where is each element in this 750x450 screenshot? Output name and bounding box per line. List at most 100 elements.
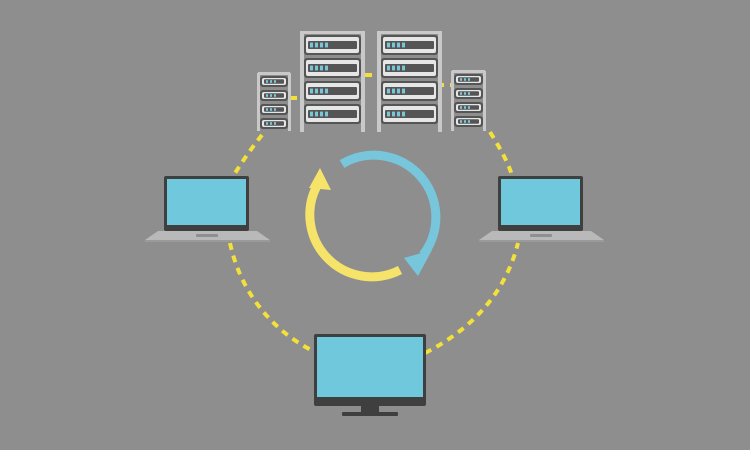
- sync-arrowhead-yellow: [309, 168, 331, 190]
- server-led: [270, 94, 272, 97]
- server-led: [468, 92, 470, 95]
- server-led: [392, 88, 395, 94]
- server-led: [266, 108, 268, 111]
- server-led: [315, 111, 318, 117]
- laptop-right: [479, 176, 604, 242]
- server-rack-icon: [257, 72, 291, 131]
- server-led: [460, 120, 462, 123]
- sync-arrow-yellow: [305, 181, 403, 282]
- server-led: [402, 111, 405, 117]
- server-led: [468, 106, 470, 109]
- server-unit: [260, 118, 288, 129]
- server-led: [320, 88, 323, 94]
- server-led: [274, 108, 276, 111]
- server-led: [387, 88, 390, 94]
- server-rack-icon: [377, 31, 442, 132]
- server-led: [325, 111, 328, 117]
- server-led: [315, 88, 318, 94]
- server-led: [460, 92, 462, 95]
- server-led: [325, 88, 328, 94]
- server-led: [397, 65, 400, 71]
- server-led: [392, 65, 395, 71]
- server-unit: [260, 90, 288, 101]
- server-led: [315, 42, 318, 48]
- connection-right-top: [488, 130, 515, 179]
- server-led: [325, 65, 328, 71]
- server-led: [392, 111, 395, 117]
- server-unit: [260, 104, 288, 115]
- server-led: [310, 65, 313, 71]
- connection-left-top: [230, 133, 264, 180]
- laptop-touchpad: [196, 234, 218, 237]
- server-led: [387, 111, 390, 117]
- server-led: [468, 120, 470, 123]
- connection-ring: [228, 73, 520, 355]
- server-unit: [304, 58, 361, 78]
- server-led: [402, 42, 405, 48]
- connection-left-bottom: [228, 242, 316, 354]
- laptop-touchpad: [530, 234, 552, 237]
- server-led: [397, 42, 400, 48]
- server-led: [464, 78, 466, 81]
- server-unit: [260, 76, 288, 87]
- server-led: [464, 106, 466, 109]
- server-unit: [454, 116, 483, 127]
- sync-arrow-blue: [339, 150, 441, 258]
- server-led: [397, 88, 400, 94]
- sync-arrowhead-blue: [404, 250, 432, 276]
- server-led: [392, 42, 395, 48]
- server-rack-icon: [300, 31, 365, 132]
- server-unit: [304, 81, 361, 101]
- server-led: [310, 42, 313, 48]
- server-led: [270, 80, 272, 83]
- monitor-neck: [361, 406, 379, 412]
- connection-bottom-right: [424, 242, 520, 355]
- laptop-screen: [501, 179, 580, 225]
- server-led: [266, 122, 268, 125]
- server-led: [315, 65, 318, 71]
- server-led: [274, 80, 276, 83]
- server-led: [270, 122, 272, 125]
- server-led: [266, 94, 268, 97]
- monitor-screen: [317, 337, 423, 397]
- laptop-icon: [145, 176, 270, 242]
- server-unit: [454, 74, 483, 85]
- server-led: [274, 94, 276, 97]
- laptop-screen: [167, 179, 246, 225]
- server-led: [402, 88, 405, 94]
- server-led: [402, 65, 405, 71]
- server-led: [460, 106, 462, 109]
- server-unit: [304, 104, 361, 124]
- server-rack-1: [257, 72, 291, 131]
- server-led: [325, 42, 328, 48]
- server-led: [270, 108, 272, 111]
- server-led: [310, 88, 313, 94]
- server-led: [387, 65, 390, 71]
- server-led: [320, 111, 323, 117]
- server-rack-2: [300, 31, 365, 132]
- server-led: [320, 42, 323, 48]
- server-led: [468, 78, 470, 81]
- server-unit: [381, 81, 438, 101]
- monitor-bottom: [314, 334, 426, 416]
- server-unit: [381, 104, 438, 124]
- server-unit: [454, 102, 483, 113]
- monitor-icon: [314, 334, 426, 416]
- server-led: [266, 80, 268, 83]
- server-led: [464, 92, 466, 95]
- laptop-left: [145, 176, 270, 242]
- server-led: [464, 120, 466, 123]
- server-led: [274, 122, 276, 125]
- server-led: [397, 111, 400, 117]
- laptop-icon: [479, 176, 604, 242]
- server-unit: [304, 35, 361, 55]
- server-led: [320, 65, 323, 71]
- server-unit: [454, 88, 483, 99]
- server-led: [387, 42, 390, 48]
- server-unit: [381, 58, 438, 78]
- server-rack-4: [451, 70, 486, 131]
- server-led: [310, 111, 313, 117]
- server-rack-icon: [451, 70, 486, 131]
